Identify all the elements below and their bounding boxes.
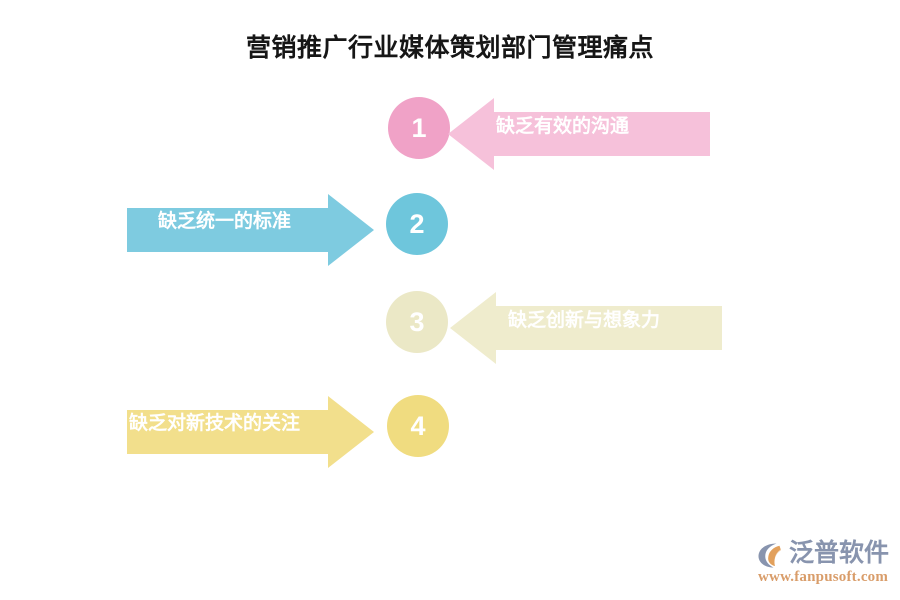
pain-point-row-3: 3 缺乏创新与想象力 <box>0 288 900 368</box>
arrow-right-2 <box>127 194 374 266</box>
step-number-label-4: 4 <box>410 410 426 441</box>
pain-point-label-2: 缺乏统一的标准 <box>158 211 292 232</box>
logo-url-text: www.fanpusoft.com <box>758 569 889 585</box>
pain-point-label-1: 缺乏有效的沟通 <box>496 116 630 137</box>
step-number-circle-4: 4 <box>387 395 449 457</box>
arrow-right-4 <box>127 396 374 468</box>
company-logo: 泛普软件 www.fanpusoft.com <box>757 539 893 588</box>
step-number-label-2: 2 <box>409 208 425 239</box>
step-number-label-3: 3 <box>409 306 425 337</box>
logo-brand-text: 泛普软件 <box>789 539 890 567</box>
pain-point-row-4: 4 缺乏对新技术的关注 <box>0 390 900 470</box>
pain-point-label-3: 缺乏创新与想象力 <box>508 310 661 331</box>
step-number-circle-1: 1 <box>388 97 450 159</box>
fanpu-logo-mark-icon <box>758 543 784 568</box>
arrow-left-3 <box>450 292 722 364</box>
step-number-label-1: 1 <box>411 112 427 143</box>
pain-point-row-1: 1 缺乏有效的沟通 <box>0 93 900 173</box>
step-number-circle-2: 2 <box>386 193 448 255</box>
arrow-left-1 <box>448 98 710 170</box>
step-number-circle-3: 3 <box>386 291 448 353</box>
pain-point-row-2: 2 缺乏统一的标准 <box>0 190 900 270</box>
pain-point-label-4: 缺乏对新技术的关注 <box>129 413 301 434</box>
page-title: 营销推广行业媒体策划部门管理痛点 <box>245 34 654 62</box>
